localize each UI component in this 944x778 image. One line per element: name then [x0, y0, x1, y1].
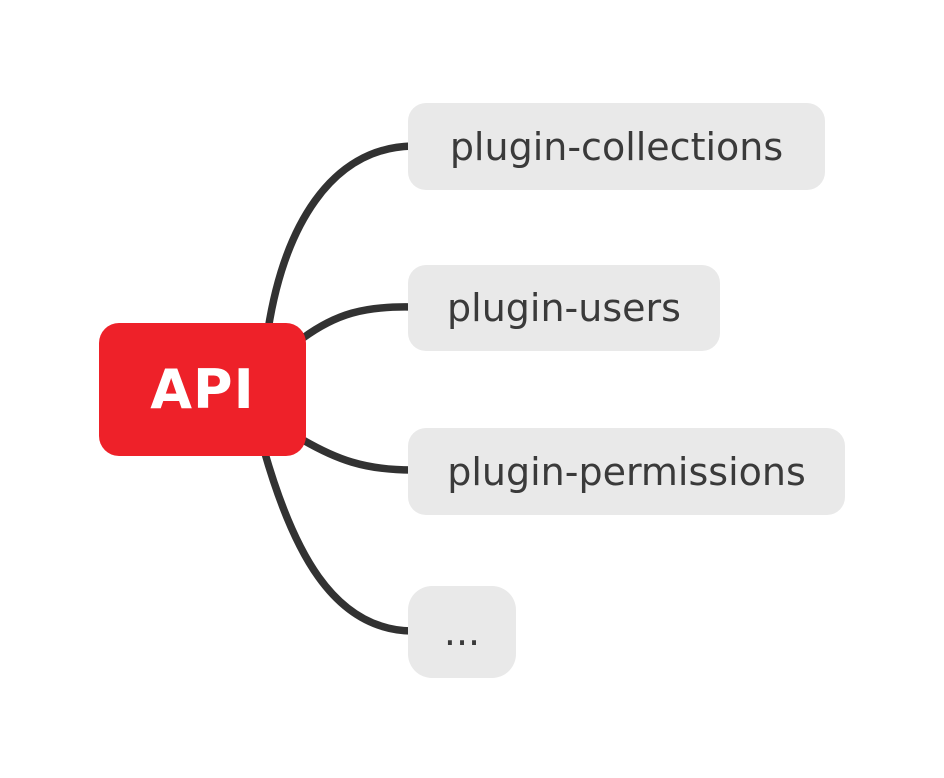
- node-label-plugin-collections: plugin-collections: [449, 124, 784, 169]
- node-label-plugin-permissions: plugin-permissions: [447, 449, 806, 494]
- node-label-ellipsis: ...: [443, 610, 481, 654]
- connector-root-to-plugin-permissions: [299, 436, 416, 474]
- mindmap-node-plugin-collections[interactable]: plugin-collections: [408, 103, 825, 190]
- connector-root-to-ellipsis: [260, 446, 416, 635]
- mindmap-root-node-api[interactable]: API: [99, 323, 306, 456]
- connector-root-to-plugin-users: [299, 303, 416, 342]
- node-label-plugin-users: plugin-users: [447, 286, 681, 330]
- mindmap-node-plugin-permissions[interactable]: plugin-permissions: [408, 428, 845, 515]
- mindmap-node-ellipsis[interactable]: ...: [408, 586, 516, 678]
- connector-root-to-plugin-collections: [264, 142, 416, 334]
- mindmap-node-plugin-users[interactable]: plugin-users: [408, 265, 720, 351]
- root-node-label: API: [150, 358, 255, 421]
